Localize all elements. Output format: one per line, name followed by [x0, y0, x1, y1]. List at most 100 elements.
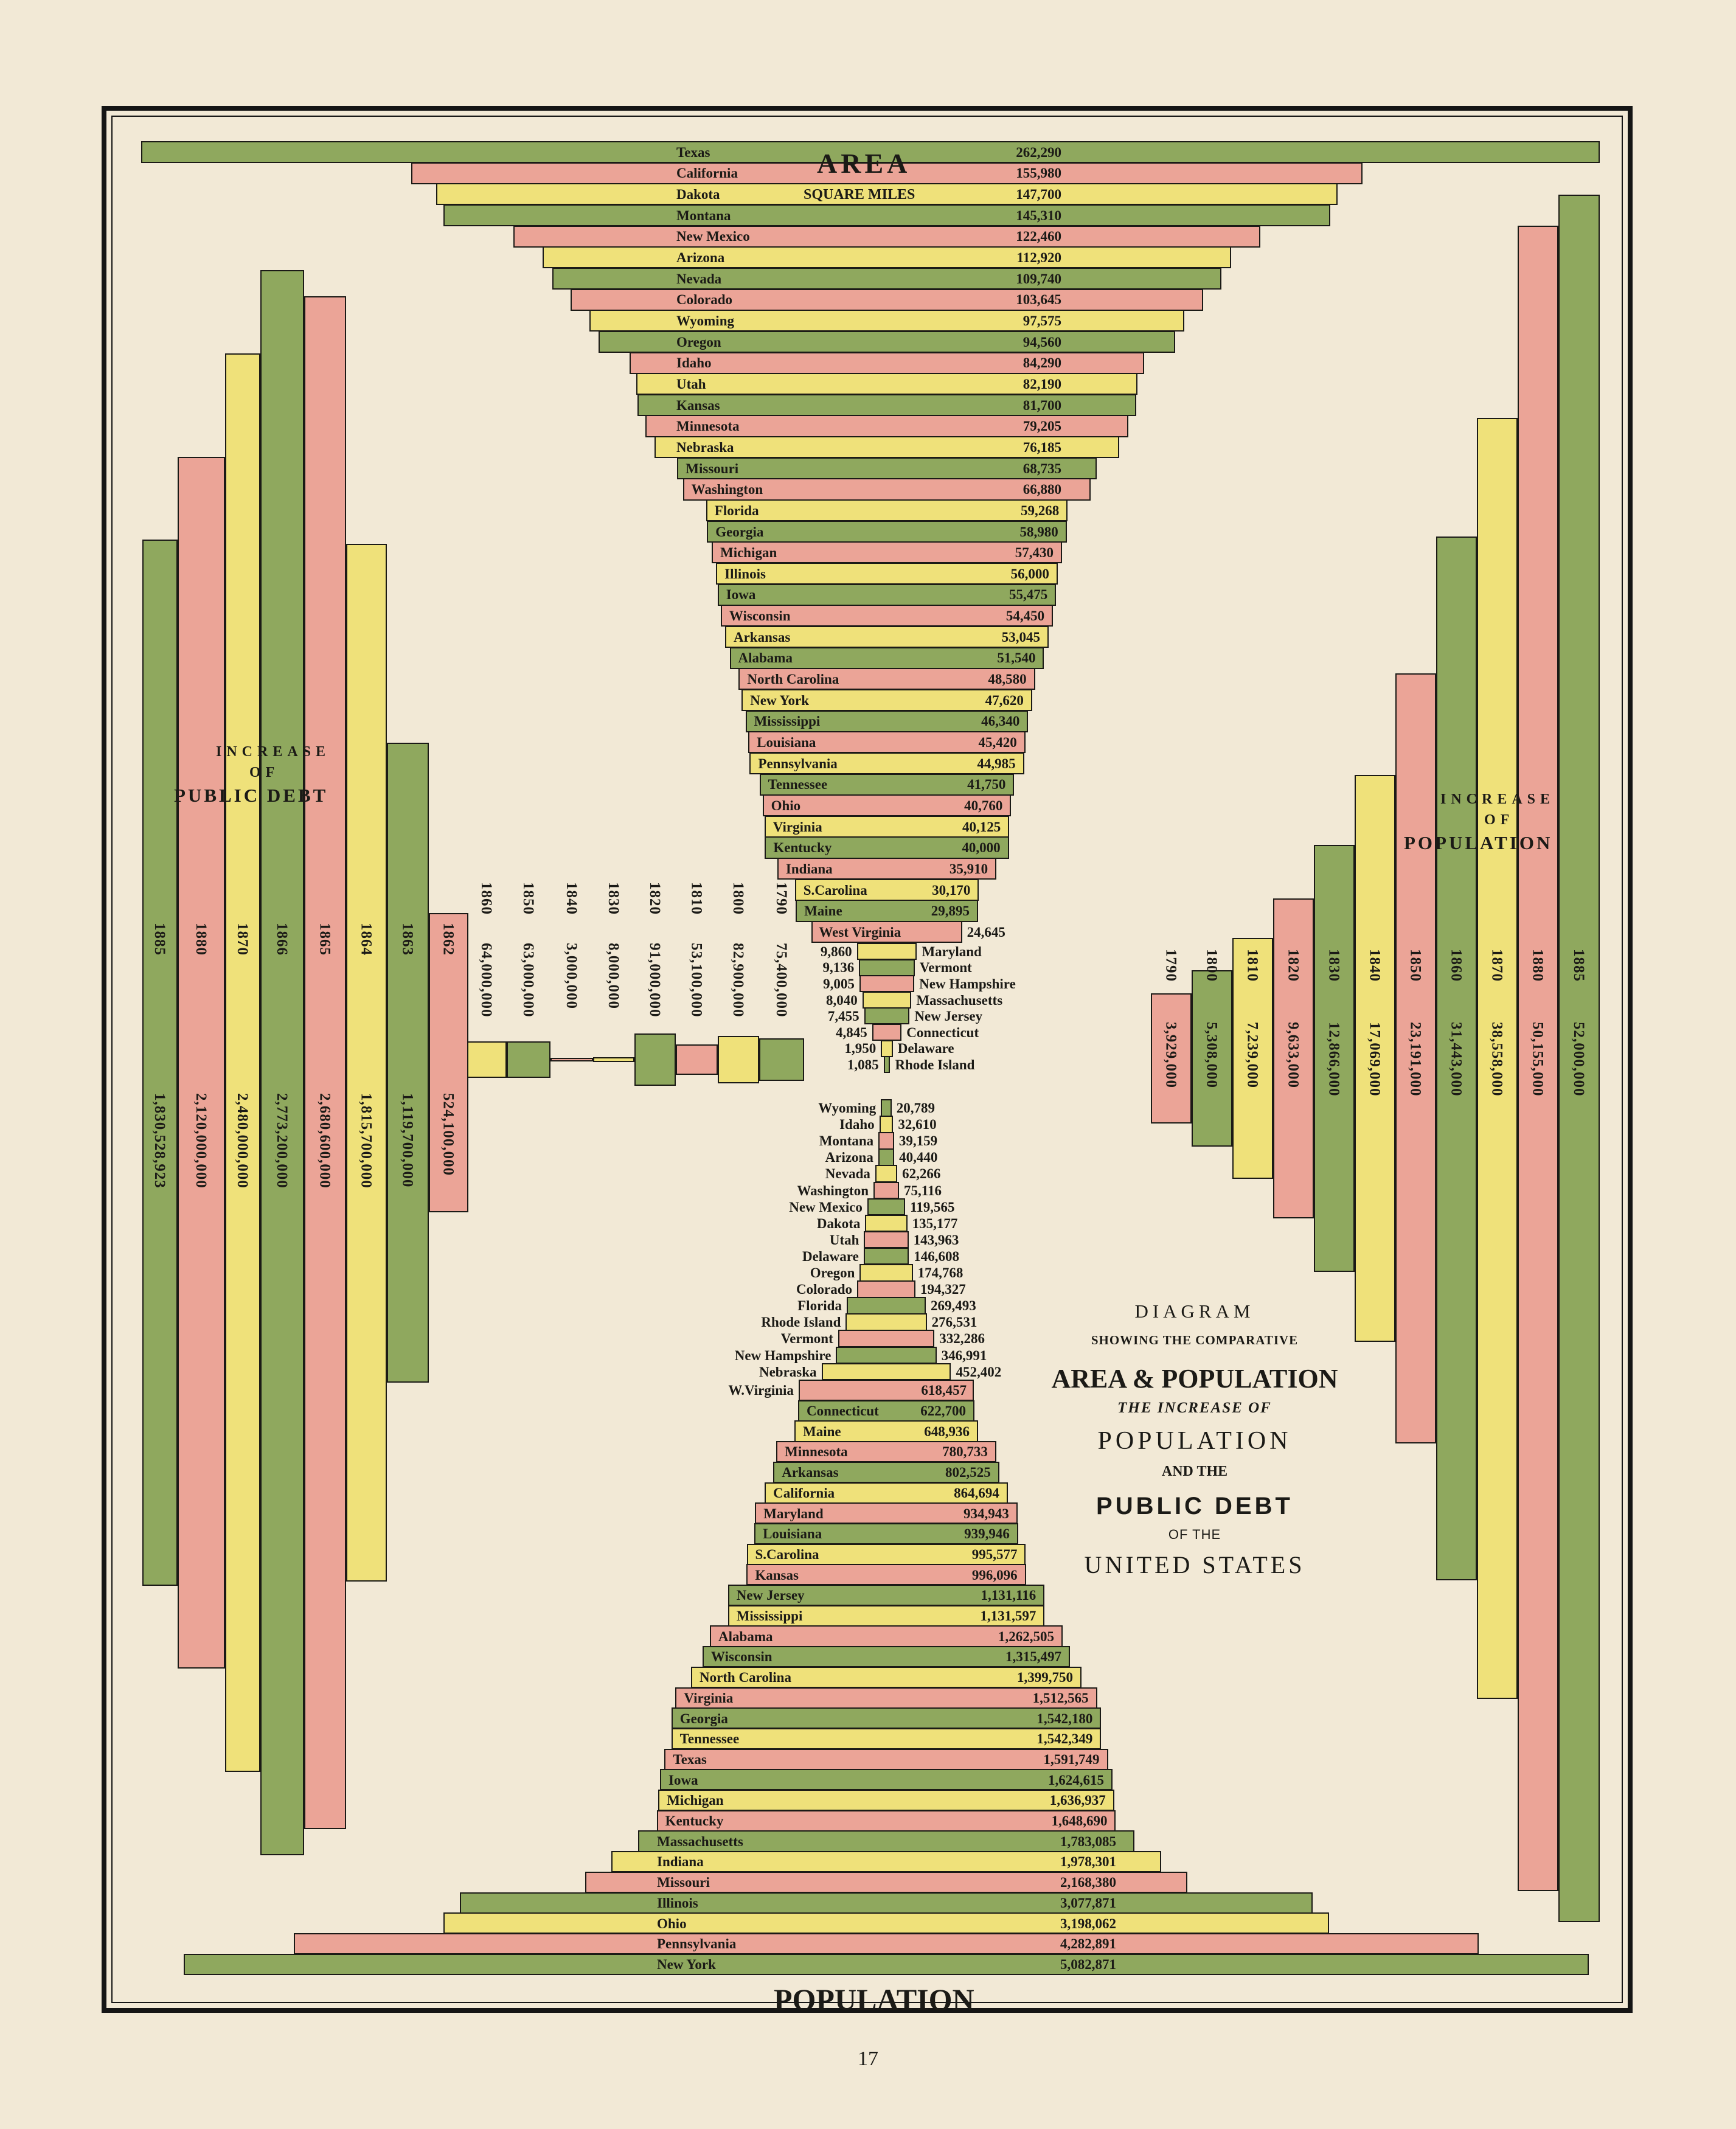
population-state-label: Illinois	[657, 1895, 698, 1911]
population-state-label: Indiana	[657, 1854, 704, 1870]
debt-value-label: 8,000,000	[605, 943, 622, 1009]
debt-bar	[387, 742, 429, 1383]
area-value-label: 147,700	[1016, 187, 1061, 203]
debt-value-label: 2,120,000,000	[193, 1093, 209, 1189]
population-value-label: 62,266	[902, 1166, 941, 1182]
area-state-label: Minnesota	[676, 419, 740, 434]
area-state-label: West Virginia	[819, 924, 901, 940]
area-value-label: 94,560	[1023, 334, 1061, 350]
area-bar	[765, 836, 1009, 859]
frame-border-inner	[111, 116, 1623, 2003]
debt-bar	[260, 269, 304, 1856]
area-state-label: Rhode Island	[895, 1057, 975, 1072]
area-value-label: 9,005	[823, 976, 855, 992]
area-bar	[811, 921, 962, 943]
population-state-label: Utah	[829, 1232, 859, 1248]
population-state-label: North Carolina	[699, 1670, 791, 1686]
population-bar	[845, 1313, 927, 1331]
area-bar	[637, 394, 1136, 416]
population-growth-value-label: 12,866,000	[1325, 1022, 1342, 1097]
area-value-label: 97,575	[1023, 313, 1061, 329]
debt-bar	[634, 1033, 676, 1086]
population-growth-value-label: 50,155,000	[1529, 1022, 1546, 1097]
area-value-label: 40,000	[962, 840, 1001, 856]
population-bar	[658, 1790, 1114, 1811]
population-value-label: 3,198,062	[1060, 1915, 1116, 1931]
area-bar	[598, 330, 1176, 353]
population-value-label: 995,577	[971, 1546, 1018, 1562]
population-value-label: 1,542,349	[1036, 1731, 1093, 1747]
population-state-label: Mississippi	[736, 1608, 803, 1624]
debt-bar	[178, 456, 225, 1669]
debt-heading-line3: PUBLIC DEBT	[174, 785, 328, 806]
population-bar	[656, 1810, 1116, 1832]
area-value-label: 40,125	[962, 819, 1001, 835]
area-state-label: Indiana	[785, 861, 833, 877]
population-value-label: 135,177	[912, 1215, 958, 1231]
population-bar	[776, 1441, 996, 1463]
population-bar	[864, 1231, 909, 1249]
population-value-label: 1,636,937	[1049, 1793, 1106, 1808]
area-state-label: Nevada	[676, 271, 722, 287]
area-state-label: Oregon	[676, 334, 721, 350]
area-value-label: 122,460	[1016, 229, 1061, 245]
population-value-label: 119,565	[910, 1199, 955, 1215]
population-bar	[846, 1297, 926, 1315]
area-state-label: Maine	[804, 903, 842, 919]
debt-year-label: 1870	[234, 923, 251, 956]
area-state-label: Louisiana	[757, 735, 816, 751]
debt-year-label: 1830	[605, 882, 622, 915]
title-increase-of: THE INCREASE OF	[1117, 1400, 1272, 1416]
population-value-label: 802,525	[945, 1465, 991, 1481]
population-value-label: 40,440	[899, 1150, 938, 1165]
area-state-label: Wyoming	[676, 313, 734, 329]
population-state-label: Connecticut	[806, 1403, 879, 1419]
area-bar	[748, 731, 1026, 754]
population-growth-bar	[1232, 938, 1273, 1179]
frame-border-outer	[102, 106, 1633, 2013]
population-state-label: Texas	[673, 1751, 707, 1767]
population-value-label: 1,131,597	[980, 1608, 1036, 1624]
population-state-label: Virginia	[684, 1690, 734, 1706]
area-value-label: 82,190	[1023, 376, 1061, 392]
area-value-label: 79,205	[1023, 419, 1061, 434]
debt-bar	[225, 353, 260, 1772]
population-growth-year-label: 1820	[1285, 949, 1302, 982]
population-growth-bar	[1558, 195, 1600, 1922]
area-bar	[862, 991, 912, 1009]
population-state-label: W.Virginia	[728, 1383, 794, 1398]
area-value-label: 46,340	[981, 714, 1020, 729]
population-growth-bar	[1192, 970, 1232, 1147]
debt-bar	[467, 1041, 507, 1078]
area-state-label: Illinois	[724, 566, 766, 582]
population-bar	[664, 1748, 1108, 1770]
population-growth-value-label: 38,558,000	[1488, 1022, 1505, 1097]
debt-value-label: 82,900,000	[730, 943, 746, 1018]
debt-value-label: 2,480,000,000	[234, 1093, 251, 1189]
area-bar	[411, 162, 1363, 184]
area-state-label: New Hampshire	[919, 976, 1016, 992]
debt-year-label: 1880	[193, 923, 209, 956]
debt-year-label: 1790	[773, 882, 790, 915]
population-value-label: 1,624,615	[1047, 1772, 1104, 1788]
population-growth-year-label: 1800	[1203, 949, 1220, 982]
population-value-label: 622,700	[920, 1403, 967, 1419]
population-state-label: Dakota	[816, 1215, 861, 1231]
area-value-label: 53,045	[1001, 629, 1041, 645]
population-value-label: 174,768	[917, 1265, 963, 1281]
area-value-label: 40,760	[964, 797, 1003, 813]
population-value-label: 939,946	[964, 1526, 1010, 1542]
area-state-label: New Jersey	[914, 1009, 983, 1024]
area-state-label: Virginia	[773, 819, 822, 835]
area-value-label: 155,980	[1016, 165, 1061, 181]
population-state-label: Arizona	[825, 1150, 873, 1165]
population-bar	[660, 1769, 1113, 1791]
population-state-label: Georgia	[679, 1710, 728, 1726]
population-value-label: 996,096	[971, 1567, 1018, 1583]
population-value-label: 20,789	[896, 1100, 935, 1116]
population-value-label: 2,168,380	[1060, 1875, 1116, 1891]
area-subheading: SQUARE MILES	[804, 187, 915, 203]
title-showing: SHOWING THE COMPARATIVE	[1091, 1333, 1299, 1347]
population-bar	[836, 1346, 937, 1364]
